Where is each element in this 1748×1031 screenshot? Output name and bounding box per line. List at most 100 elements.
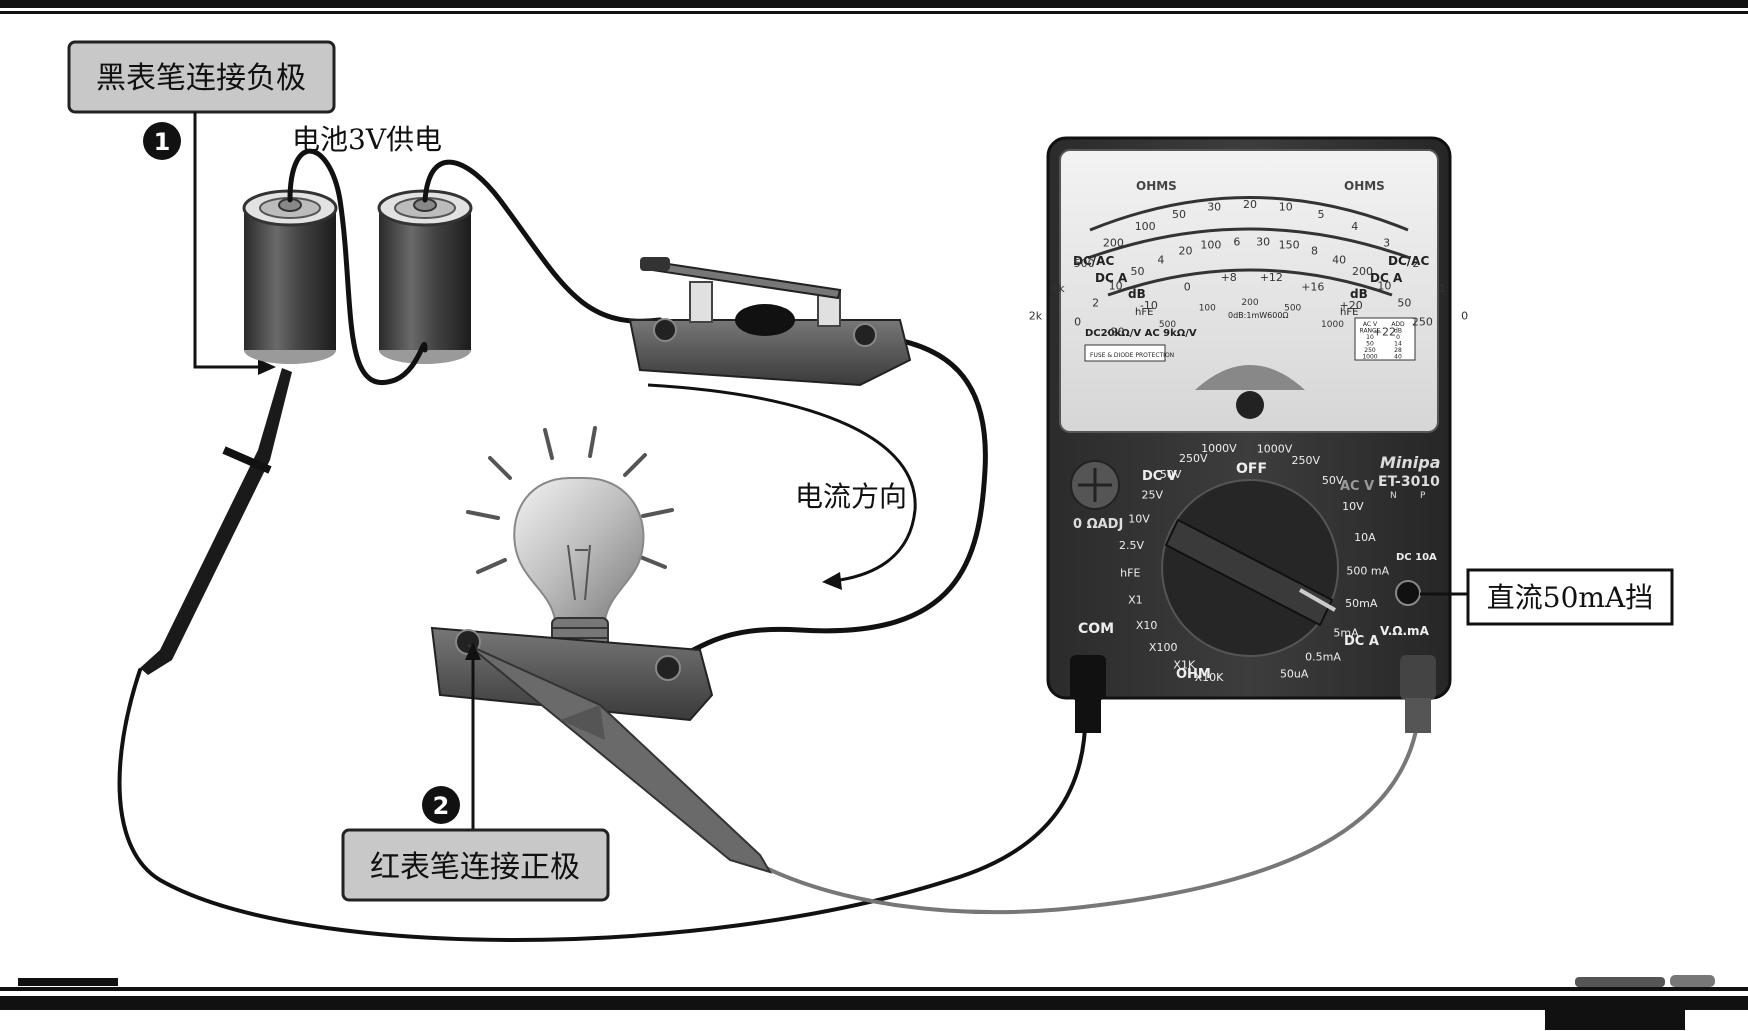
bulb-rays — [466, 426, 674, 574]
vma-jack[interactable] — [1400, 655, 1436, 700]
knife-switch — [628, 257, 912, 387]
range-table-cell: 1000 — [1362, 354, 1377, 361]
scale-label: 1000V — [1257, 443, 1293, 456]
light-bulb — [513, 477, 645, 659]
scale-label: -10 — [1140, 299, 1158, 312]
svg-text:OHMS: OHMS — [1344, 179, 1385, 193]
scale-label: X10K — [1195, 671, 1225, 684]
scale-label: 100 — [1199, 304, 1216, 314]
svg-text:hFE: hFE — [1135, 307, 1153, 318]
scale-label: 50 — [1131, 265, 1145, 278]
scale-label: 0 — [1461, 310, 1468, 323]
svg-text:0 ΩADJ: 0 ΩADJ — [1073, 517, 1123, 532]
svg-text:OHMS: OHMS — [1136, 179, 1177, 193]
range-table-cell: ADD — [1391, 321, 1405, 328]
range-table-cell: dB — [1394, 328, 1402, 335]
scale-label: X10 — [1136, 619, 1158, 632]
black-probe-arrow — [193, 112, 260, 369]
scale-label: 25V — [1142, 488, 1164, 501]
red-probe — [467, 644, 773, 874]
svg-text:P: P — [1420, 491, 1426, 501]
svg-text:DC/AC: DC/AC — [1073, 254, 1114, 268]
range-setting-label: 直流50mA挡 — [1487, 581, 1653, 614]
scale-label: +12 — [1260, 271, 1283, 284]
scale-label: 250V — [1292, 454, 1321, 467]
red-probe-label: 红表笔连接正极 — [370, 850, 580, 885]
scale-label: 1k — [1051, 282, 1065, 295]
scale-label: 250V — [1179, 452, 1208, 465]
zero-adjust-knob[interactable] — [1070, 460, 1120, 510]
scale-label: 1000V — [1201, 442, 1237, 455]
step-two-badge: 2 — [422, 786, 460, 824]
range-table-cell: RANGE — [1360, 328, 1381, 335]
scale-label: 5 — [1318, 208, 1325, 221]
scale-label: 200 — [1352, 265, 1373, 278]
scale-label: 40 — [1332, 253, 1346, 266]
scale-label: 200 — [1103, 236, 1124, 249]
scale-label: 0 — [1074, 315, 1081, 328]
meter-display: OHMS OHMS DC/AC DC/AC DC A DC A dB dB hF… — [1029, 149, 1468, 433]
scale-label: 10V — [1342, 500, 1364, 513]
scale-label: 2k — [1029, 310, 1043, 323]
scale-label: 0.5mA — [1305, 651, 1341, 664]
scale-label: 500 — [1284, 304, 1301, 314]
rotary-selector[interactable] — [1161, 479, 1339, 657]
scale-label: 10A — [1354, 531, 1376, 544]
scale-label: X1K — [1173, 658, 1196, 671]
scale-label: 150 — [1279, 238, 1300, 251]
scale-label: -20 — [1107, 326, 1125, 339]
wires — [117, 148, 1422, 942]
scale-label: 4 — [1157, 253, 1164, 266]
scale-label: 10 — [1109, 280, 1123, 293]
dc10a-jack[interactable] — [1395, 580, 1421, 606]
svg-text:AC V: AC V — [1340, 479, 1374, 494]
scale-label: 50 — [1172, 208, 1186, 221]
scale-label: 8 — [1311, 245, 1318, 258]
svg-text:DC 10A: DC 10A — [1396, 552, 1437, 563]
black-probe-label-box: 黑表笔连接负极 — [67, 40, 336, 114]
svg-text:N: N — [1390, 491, 1397, 501]
scale-label: 2.5V — [1119, 539, 1144, 552]
range-table-cell: 250 — [1364, 347, 1376, 354]
scale-label: 4 — [1351, 220, 1358, 233]
scale-label: 30 — [1207, 201, 1221, 214]
range-table-cell: AC V — [1363, 321, 1378, 328]
meter-model: ET-3010 — [1378, 474, 1440, 490]
svg-text:dB: dB — [1350, 287, 1368, 301]
scale-label: 0 — [1184, 281, 1191, 294]
scale-label: 10 — [1377, 280, 1391, 293]
battery-left — [242, 189, 338, 364]
svg-text:0dB:1mW600Ω: 0dB:1mW600Ω — [1228, 311, 1289, 320]
com-jack[interactable] — [1070, 655, 1106, 700]
svg-text:hFE: hFE — [1340, 307, 1358, 318]
battery-right — [377, 189, 473, 364]
scale-label: 50mA — [1345, 597, 1378, 610]
scale-label: X100 — [1149, 641, 1178, 654]
scale-label: 50V — [1160, 468, 1182, 481]
svg-text:DC A: DC A — [1095, 271, 1128, 285]
range-setting-box: 直流50mA挡 — [1466, 568, 1674, 626]
scale-label: 10 — [1279, 201, 1293, 214]
svg-text:DC A: DC A — [1370, 271, 1403, 285]
svg-text:OHM: OHM — [1176, 667, 1211, 682]
black-probe — [140, 368, 292, 675]
scale-label: 20 — [1179, 245, 1193, 258]
svg-text:dB: dB — [1128, 287, 1146, 301]
scale-label: 500 — [1074, 257, 1095, 270]
scale-label: X1 — [1128, 594, 1143, 607]
step-one-badge: 1 — [143, 122, 181, 160]
scale-label: 10V — [1128, 513, 1150, 526]
svg-text:V.Ω.mA: V.Ω.mA — [1380, 624, 1430, 638]
scale-label: 100 — [1135, 220, 1156, 233]
meter-brand: Minipa — [1380, 453, 1441, 472]
range-table-cell: 14 — [1394, 341, 1402, 348]
scale-label: 50 — [1397, 296, 1411, 309]
range-table-cell: 28 — [1394, 347, 1402, 354]
scale-label: 3 — [1383, 236, 1390, 249]
svg-text:DC A: DC A — [1344, 634, 1379, 649]
range-table-cell: 50 — [1366, 341, 1374, 348]
scale-label: 500 mA — [1346, 564, 1389, 577]
scale-label: 30 — [1256, 235, 1270, 248]
scale-label: 6 — [1233, 235, 1240, 248]
